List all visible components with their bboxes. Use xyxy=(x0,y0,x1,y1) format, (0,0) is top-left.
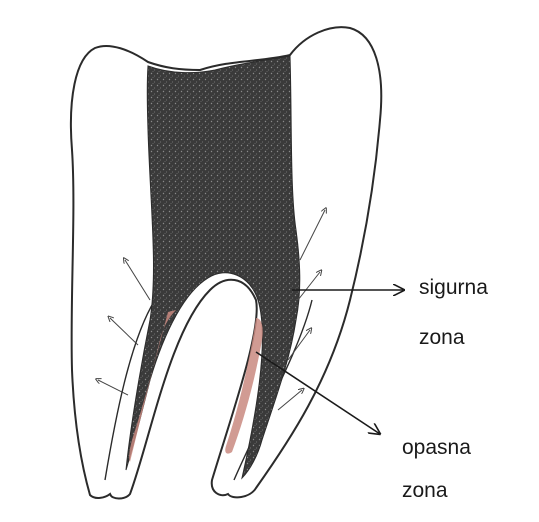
safe-zone-label-line2: zona xyxy=(419,322,465,353)
danger-zone-label-line2: zona xyxy=(402,475,448,506)
safe-zone-label-line1: sigurna xyxy=(419,272,488,303)
danger-zone-label-line1: opasna xyxy=(402,432,471,463)
